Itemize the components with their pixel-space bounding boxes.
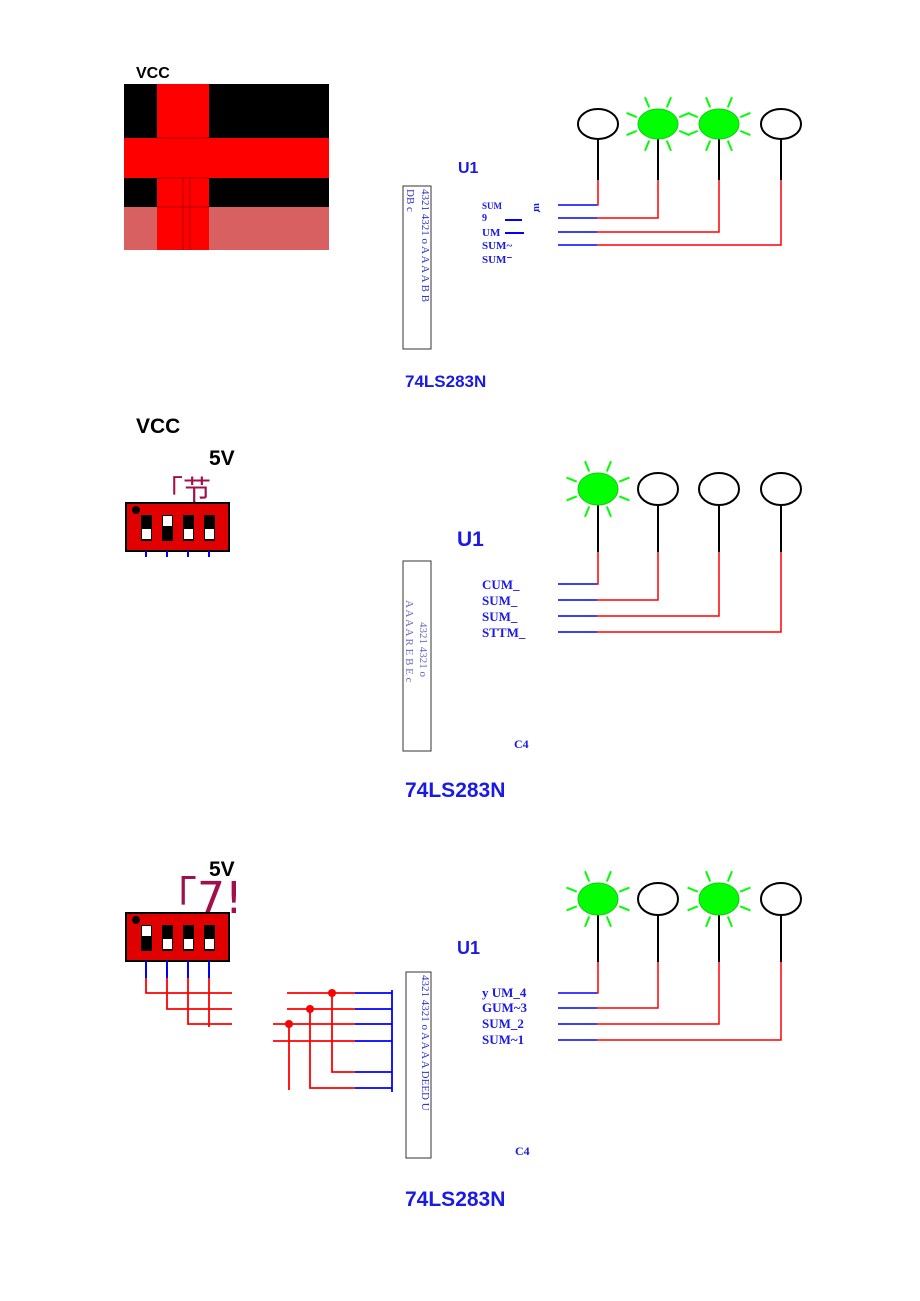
output-label: SUM⁻: [482, 254, 512, 266]
panel-1: VCC 4321 4321 o A A A A B B DB c U1 74LS…: [124, 65, 802, 391]
led-off: [577, 108, 619, 140]
chip-name: 74LS283N: [405, 1188, 505, 1211]
chip-ref: U1: [457, 938, 480, 958]
c4-label: C4: [514, 737, 529, 751]
dip-toggle[interactable]: [183, 925, 194, 951]
switch-top-text: 「节: [155, 474, 211, 507]
dip-toggle[interactable]: [141, 515, 152, 541]
output-wires: [558, 138, 782, 246]
vcc-label: VCC: [136, 415, 180, 438]
led-row: [577, 96, 802, 152]
chip-pins-left: 4321 4321 o A A A A B B: [419, 189, 431, 302]
chip-ref: U1: [457, 528, 484, 551]
dip-toggle[interactable]: [141, 925, 152, 951]
chip-u1[interactable]: 4321 4321 o A A A A DEED U: [405, 971, 432, 1159]
output-label: SUM: [482, 201, 503, 211]
led-row: [566, 460, 802, 518]
switch-block[interactable]: [124, 84, 329, 250]
output-label: y UM_4: [482, 985, 527, 1000]
output-label: SUM_: [482, 593, 518, 608]
chip-pins-right: DB c: [404, 189, 416, 212]
led-off: [637, 882, 679, 916]
output-label: SUM_: [482, 609, 518, 624]
panel-2: VCC 5V 「节 4321 4321 o A A A A R E B E c …: [125, 415, 802, 802]
chip-u1[interactable]: 4321 4321 o A A A A B B DB c: [402, 185, 432, 350]
dip-toggle[interactable]: [204, 515, 215, 541]
chip-ref: U1: [458, 160, 479, 177]
led-lit: [626, 96, 690, 152]
output-wires: [558, 915, 782, 1041]
dip-toggle[interactable]: [204, 925, 215, 951]
dip-toggle[interactable]: [162, 515, 173, 541]
led-off: [760, 472, 802, 506]
led-lit: [566, 460, 630, 518]
output-label: STTM_: [482, 625, 526, 640]
led-row: [566, 870, 802, 928]
voltage-label: 5V: [209, 858, 235, 881]
led-lit: [687, 870, 751, 928]
chip-pins-left: 4321 4321 o A A A A DEED U: [419, 975, 431, 1111]
dip-switch[interactable]: [125, 912, 230, 962]
output-wires: [558, 505, 782, 633]
output-labels: SUM 9 UM SUM~ SUM⁻ ιư: [482, 201, 542, 266]
output-label: SUM~: [482, 240, 512, 252]
voltage-label: 5V: [209, 447, 235, 470]
chip-name: 74LS283N: [405, 372, 486, 391]
led-off: [698, 472, 740, 506]
output-label: SUM_2: [482, 1016, 524, 1031]
output-label: 9: [482, 213, 487, 224]
output-labels: y UM_4 GUM~3 SUM_2 SUM~1: [482, 985, 528, 1047]
dip-toggle[interactable]: [183, 515, 194, 541]
vcc-label: VCC: [136, 65, 170, 82]
output-label: CUM_: [482, 577, 520, 592]
led-off: [760, 882, 802, 916]
led-off: [637, 472, 679, 506]
chip-pins-left: 4321 4321 o: [417, 622, 429, 678]
led-lit: [687, 96, 751, 152]
led-lit: [566, 870, 630, 928]
panel-3: 5V 「7!: [125, 858, 802, 1211]
input-wires: [145, 961, 393, 1092]
chip-u1[interactable]: 4321 4321 o A A A A R E B E c: [402, 560, 432, 752]
dip-switch[interactable]: [125, 502, 230, 557]
chip-name: 74LS283N: [405, 779, 505, 802]
output-labels: CUM_ SUM_ SUM_ STTM_: [482, 577, 526, 640]
chip-pins-right: A A A A R E B E c: [403, 600, 415, 683]
output-label: GUM~3: [482, 1000, 528, 1015]
led-off: [760, 108, 802, 140]
output-label: SUM~1: [482, 1032, 524, 1047]
output-label: UM: [482, 227, 501, 239]
dip-toggle[interactable]: [162, 925, 173, 951]
c4-label: C4: [515, 1144, 530, 1158]
stray-mark: ιư: [531, 203, 542, 213]
